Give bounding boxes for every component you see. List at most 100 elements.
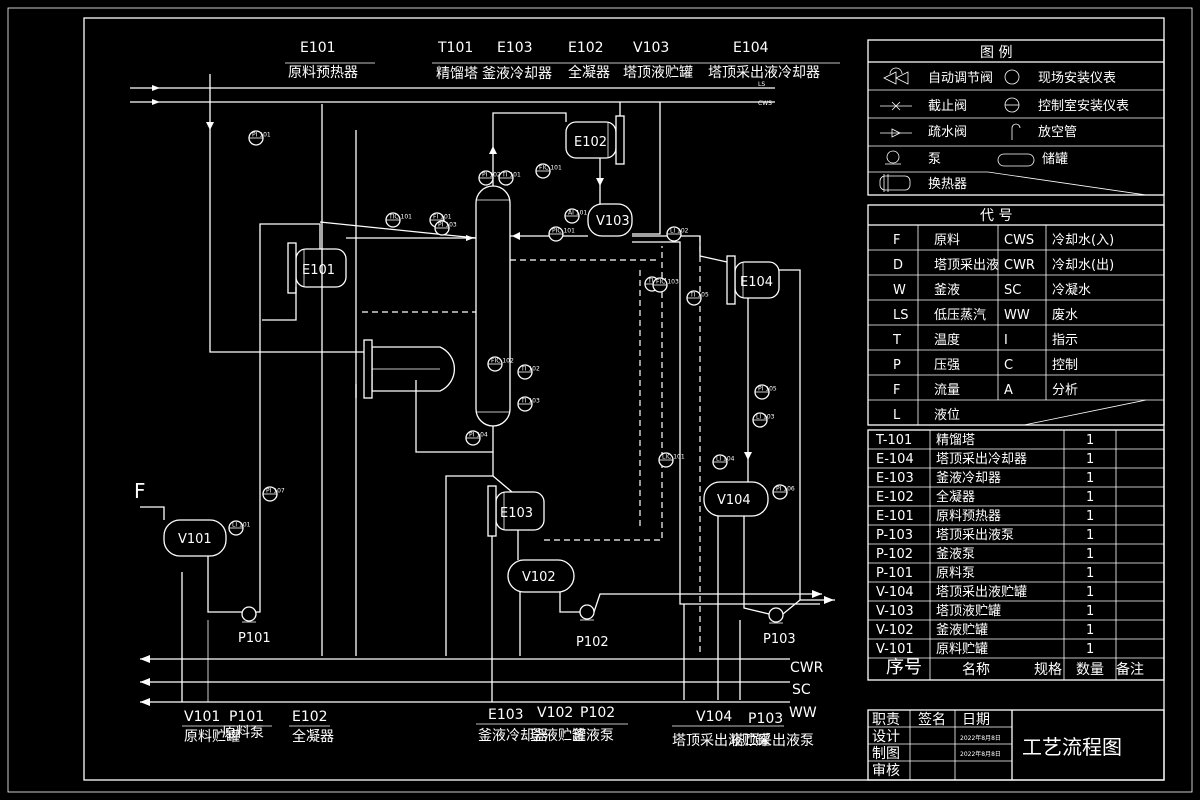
part-name: 全凝器 — [936, 489, 975, 505]
steam-trap-icon — [880, 128, 912, 138]
code-cell: P — [893, 358, 901, 373]
bottom-code-p101: P101 — [229, 709, 264, 725]
globe-valve-icon — [880, 101, 912, 111]
v101-feed-tank: V101 — [163, 519, 227, 557]
p103-pump: P103 — [763, 607, 796, 647]
code-cell: 温度 — [934, 332, 960, 348]
part-qty: 1 — [1086, 604, 1094, 619]
column-t101-shell — [475, 185, 511, 427]
drawing-title: 工艺流程图 — [1022, 735, 1122, 759]
bottom-name-v101: 原料贮罐 — [184, 729, 240, 745]
instrument-tag: PI 101 — [252, 132, 271, 139]
code-cell: C — [1004, 358, 1013, 373]
bottom-code-e102: E102 — [292, 709, 328, 725]
code-cell: 冷却水(出) — [1052, 258, 1114, 273]
legend-steam-trap: 疏水阀 — [928, 125, 967, 140]
code-cell: A — [1004, 383, 1013, 398]
part-number: V-101 — [876, 642, 914, 657]
code-cell: 冷却水(入) — [1052, 233, 1114, 248]
code-cell: 压强 — [934, 358, 960, 373]
code-cell: L — [893, 408, 901, 423]
part-number: T-101 — [875, 433, 912, 448]
top-code-e103: E103 — [497, 40, 533, 56]
tb-col-sign: 签名 — [918, 711, 946, 728]
part-qty: 1 — [1086, 585, 1094, 600]
code-cell: 废水 — [1052, 307, 1078, 323]
v104-distillate-tank: V104 — [703, 481, 769, 517]
part-number: P-103 — [876, 528, 913, 543]
control-room-instrument-icon — [1004, 97, 1020, 113]
instrument-tag: TI 101 — [501, 172, 521, 179]
code-cell: 冷凝水 — [1052, 282, 1091, 298]
tb-col-role: 职责 — [872, 712, 900, 728]
top-code-v103: V103 — [633, 40, 669, 56]
part-qty: 1 — [1086, 528, 1094, 543]
code-cell: 流量 — [934, 383, 960, 398]
code-cell: F — [893, 233, 900, 248]
instrument-tag: TI 105 — [689, 292, 709, 299]
part-name: 原料泵 — [936, 566, 975, 581]
instrument-tag: LI 104 — [716, 456, 735, 463]
legend-pump: 泵 — [928, 152, 941, 167]
e103-label: E103 — [500, 506, 533, 521]
codes-title: 代 号 — [980, 208, 1012, 224]
v102-label: V102 — [522, 570, 556, 585]
piping — [181, 74, 835, 702]
bottom-name-v102: 釜液贮罐 — [530, 728, 586, 744]
code-cell: 分析 — [1052, 383, 1078, 398]
part-name: 釜液贮罐 — [936, 623, 988, 638]
parts-header-remark: 备注 — [1116, 661, 1144, 678]
legend-title: 图 例 — [980, 45, 1012, 61]
instrument-tag: FIC 102 — [491, 358, 514, 365]
code-cell: 釜液 — [934, 283, 960, 298]
code-cell: T — [892, 333, 901, 348]
parts-header-spec: 规格 — [1034, 662, 1062, 678]
ww-label: WW — [789, 705, 817, 721]
v102-bottoms-tank: V102 — [507, 559, 575, 593]
instrument-tag: PI 102 — [482, 172, 501, 179]
cwr-label: CWR — [790, 660, 824, 676]
code-cell: CWR — [1004, 258, 1035, 273]
instrument-tag: TI 103 — [520, 398, 540, 405]
e101-preheater: E101 — [287, 242, 347, 294]
part-name: 精馏塔 — [936, 433, 975, 448]
bottom-code-v101: V101 — [184, 709, 220, 725]
legend-tank: 储罐 — [1042, 152, 1068, 167]
code-cell: 低压蒸汽 — [934, 308, 986, 323]
e104-cooler: E104 — [726, 255, 780, 305]
code-cell: W — [893, 283, 906, 298]
bottom-equipment-labels: V101 原料贮罐 P101 原料泵 E102 全凝器 E103 釜液冷却器 V… — [182, 705, 814, 749]
code-cell: CWS — [1004, 233, 1034, 248]
top-name-t101: 精馏塔 — [436, 66, 478, 82]
e104-label: E104 — [740, 275, 773, 290]
part-qty: 1 — [1086, 490, 1094, 505]
top-name-e103: 釜液冷却器 — [482, 66, 552, 82]
part-name: 塔顶采出冷却器 — [936, 452, 1027, 467]
part-name: 原料预热器 — [936, 509, 1001, 524]
utility-bottom-lines: CWR SC WW — [140, 655, 824, 721]
legend-heat-exchanger: 换热器 — [928, 177, 967, 192]
p102-pump: P102 — [576, 604, 609, 650]
part-qty: 1 — [1086, 433, 1094, 448]
top-name-v103: 塔顶液贮罐 — [623, 65, 693, 81]
column-t101 — [475, 185, 511, 427]
sc-label: SC — [792, 682, 811, 698]
pump-icon — [885, 150, 901, 165]
reboiler-exchanger — [363, 339, 456, 399]
part-name: 塔顶液贮罐 — [936, 604, 1001, 619]
bottom-name-e103: 釜液冷却器 — [478, 728, 548, 744]
instrument-tag: TIC 101 — [388, 214, 412, 221]
code-cell: LS — [893, 308, 909, 323]
instrument-tag: PI 106 — [776, 486, 795, 493]
tb-design: 设计 — [872, 729, 900, 745]
part-name: 塔顶采出液贮罐 — [936, 585, 1027, 600]
utility-header-lines: LS CWS — [130, 81, 775, 107]
instrument-tag: LI 101 — [232, 522, 251, 529]
instrument-tag: PI 107 — [266, 488, 285, 495]
code-cell: 液位 — [934, 408, 960, 423]
part-qty: 1 — [1086, 566, 1094, 581]
legend-globe-valve: 截止阀 — [928, 99, 967, 114]
code-cell: D — [893, 258, 903, 273]
